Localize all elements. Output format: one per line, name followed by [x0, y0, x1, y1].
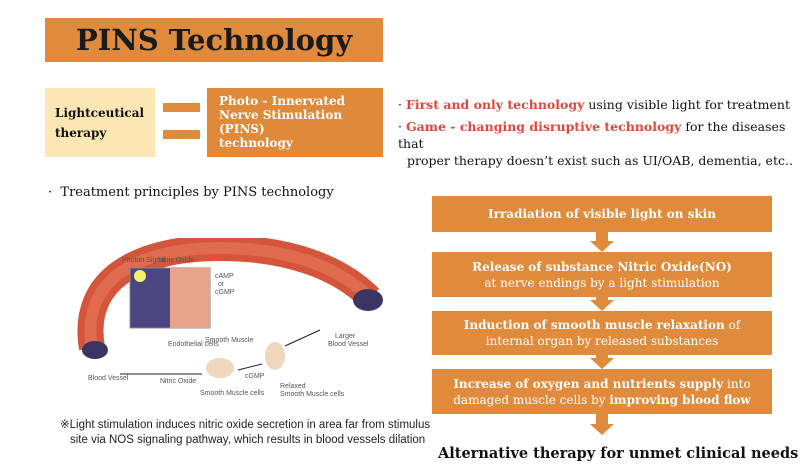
flow-1-text: Irradiation of visible light on skin [488, 207, 716, 221]
footnote-line2: site via NOS signaling pathway, which re… [70, 434, 426, 446]
principles-text: Treatment principles by PINS technology [60, 185, 334, 200]
bullet-1: · First and only technology using visibl… [398, 96, 790, 113]
flow-arrowhead-4 [590, 424, 614, 435]
bullet-1-highlight: First and only technology [405, 97, 585, 112]
flow-step-2: Release of substance Nitric Oxide(NO)at … [432, 252, 772, 297]
label-cgmp2: cGMP [245, 373, 265, 380]
bullet-2: · Game - changing disruptive technology … [398, 118, 800, 169]
flow-step-3: Induction of smooth muscle relaxation of… [432, 311, 772, 355]
bullet-2-text: for the diseases that [398, 119, 786, 151]
footnote: ※Light stimulation induces nitric oxide … [60, 418, 430, 448]
flow-4-bold: Increase of oxygen and nutrients supply [453, 376, 724, 391]
bullet-marker: · [398, 97, 402, 112]
flow-arrow-4 [596, 414, 608, 424]
bullet-2-line2: proper therapy doesn’t exist such as UI/… [407, 153, 793, 168]
flow-arrowhead-1 [590, 241, 614, 252]
bullet-1-text: using visible light for treatment [584, 97, 791, 112]
pins-line4: technology [219, 136, 293, 150]
flow-arrowhead-3 [590, 358, 614, 369]
principles-heading: · Treatment principles by PINS technolog… [48, 185, 334, 200]
slide-title: PINS Technology [45, 18, 383, 62]
pins-line3: (PINS) [219, 122, 265, 136]
flow-step-1: Irradiation of visible light on skin [432, 196, 772, 232]
equals-bar-bottom [163, 130, 200, 139]
flow-3-bold: Induction of smooth muscle relaxation [463, 318, 725, 332]
label-no: Nitric Oxide [158, 257, 194, 264]
label-rsmc: Smooth Muscle cells [280, 391, 345, 398]
flow-3-rest: of [724, 318, 741, 332]
lightceutical-box: Lightceutical therapy [45, 88, 155, 157]
label-photon: Photon Signal [122, 257, 166, 264]
label-relaxed: Relaxed [280, 383, 306, 390]
pins-line2: Nerve Stimulation [219, 108, 343, 122]
label-larger2: Blood Vessel [328, 341, 369, 348]
footnote-line1: ※Light stimulation induces nitric oxide … [60, 419, 431, 431]
label-smc: Smooth Muscle cells [200, 390, 265, 397]
label-cgmp: cGMP [215, 289, 235, 296]
flow-arrow-3 [596, 355, 608, 358]
blood-vessel-illustration: Photon Signal Nitric Oxide cAMP or cGMP … [77, 238, 383, 398]
label-vessel: Blood Vessel [88, 375, 129, 382]
flow-2-line2: at nerve endings by a light stimulation [484, 275, 720, 290]
equals-bar-top [163, 103, 200, 112]
flow-4-rest: into [723, 376, 751, 391]
conclusion-text: Alternative therapy for unmet clinical n… [438, 445, 799, 462]
flow-2-bold: Release of substance Nitric Oxide(NO) [472, 259, 732, 274]
bullet-marker: · [48, 185, 53, 200]
label-or: or [218, 281, 225, 288]
label-no2: Nitric Oxide [160, 378, 196, 385]
flow-4-line2: damaged muscle cells by [453, 392, 610, 407]
flow-4-line2-bold: improving blood flow [609, 392, 751, 407]
flow-arrow-2 [596, 297, 608, 300]
flow-arrowhead-2 [590, 300, 614, 311]
label-camp: cAMP [215, 273, 234, 280]
label-endo: Endothelial cells [168, 341, 219, 348]
pins-box: Photo - Innervated Nerve Stimulation (PI… [207, 88, 383, 157]
lightceutical-line1: Lightceutical [55, 105, 145, 120]
lightceutical-line2: therapy [55, 125, 107, 140]
bullet-2-highlight: Game - changing disruptive technology [405, 119, 682, 134]
label-smooth: Smooth Muscle [205, 337, 253, 344]
bullet-marker: · [398, 119, 402, 134]
flow-step-4: Increase of oxygen and nutrients supply … [432, 369, 772, 414]
pins-line1: Photo - Innervated [219, 94, 345, 108]
flow-arrow-1 [596, 232, 608, 241]
label-larger: Larger [335, 333, 356, 340]
flow-3-line2: internal organ by released substances [485, 334, 719, 348]
